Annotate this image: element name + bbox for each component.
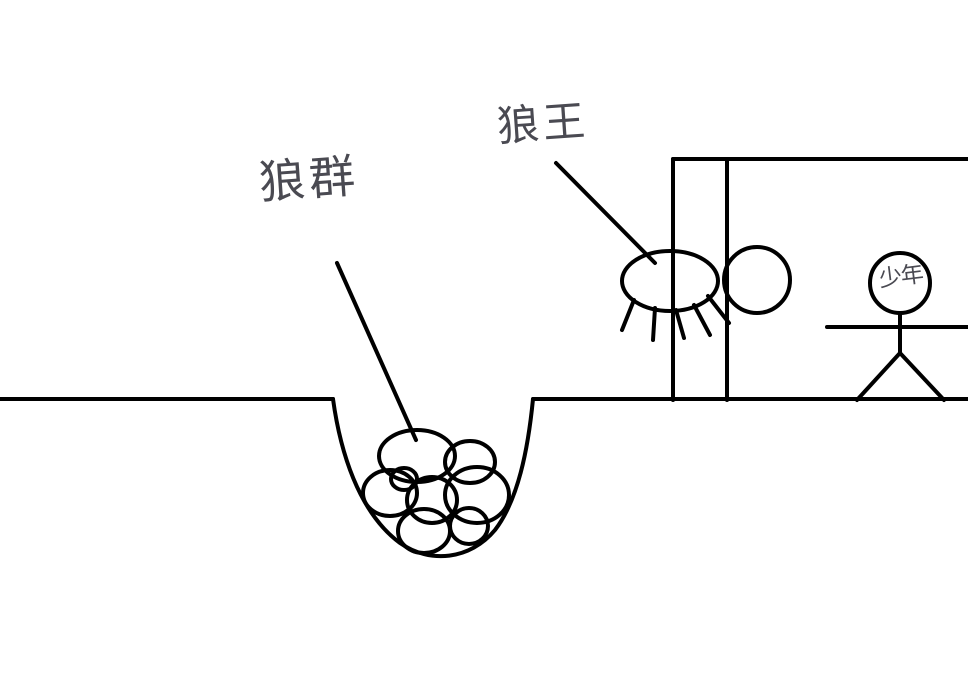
- pit-outline: [331, 397, 535, 559]
- wolf-king-leg-2: [651, 306, 657, 342]
- youth-leg-right: [898, 351, 946, 402]
- wolf-king-leg-1: [620, 298, 636, 332]
- wolf-circle-4: [405, 475, 459, 525]
- wolf-circle-3: [361, 468, 419, 518]
- wolf-king-head: [722, 245, 792, 315]
- wolf-king-leg-5: [706, 294, 731, 325]
- wolf-circle-7: [448, 506, 490, 546]
- label-wolf-pack: 狼群: [257, 148, 361, 210]
- wolf-circle-2: [443, 439, 497, 485]
- wolf-king-body: [620, 249, 720, 313]
- wolf-king-leg-4: [692, 303, 712, 337]
- wolf-king-leg-3: [674, 308, 686, 340]
- wolf-pack-pointer-line: [335, 261, 418, 442]
- wolf-king-pointer-line: [554, 161, 657, 265]
- wolf-circle-8: [389, 466, 419, 492]
- wolf-circle-6: [396, 507, 452, 555]
- label-youth: 少年: [877, 261, 925, 293]
- youth-leg-left: [855, 351, 902, 402]
- label-wolf-king: 狼王: [495, 95, 591, 152]
- wolf-circle-5: [443, 465, 511, 525]
